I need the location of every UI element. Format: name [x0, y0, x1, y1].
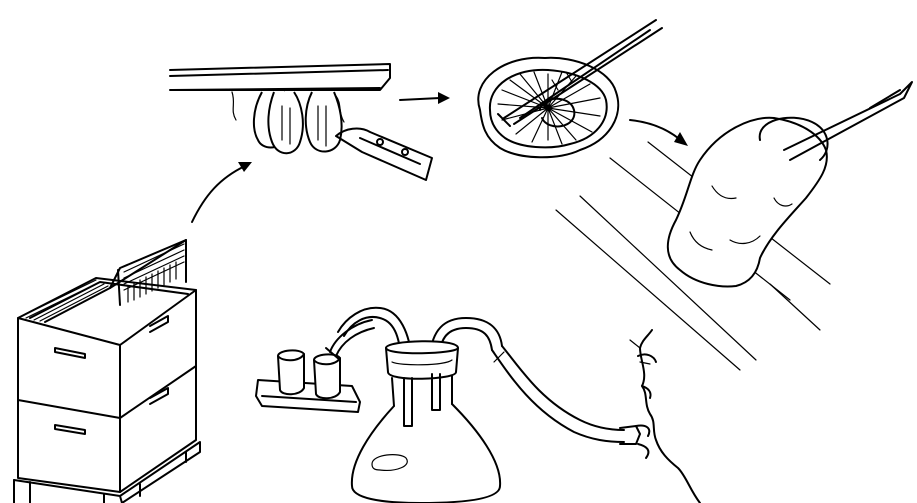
spatula-cup-icon: [556, 82, 912, 370]
arrow-icon: [192, 162, 252, 222]
arrow-icon: [400, 92, 450, 104]
flask-icon: [256, 308, 700, 503]
beehive-icon: [14, 240, 200, 503]
opened-cell-icon: [478, 20, 662, 157]
arrow-icon: [630, 120, 688, 146]
queen-cups-icon: [170, 64, 432, 180]
